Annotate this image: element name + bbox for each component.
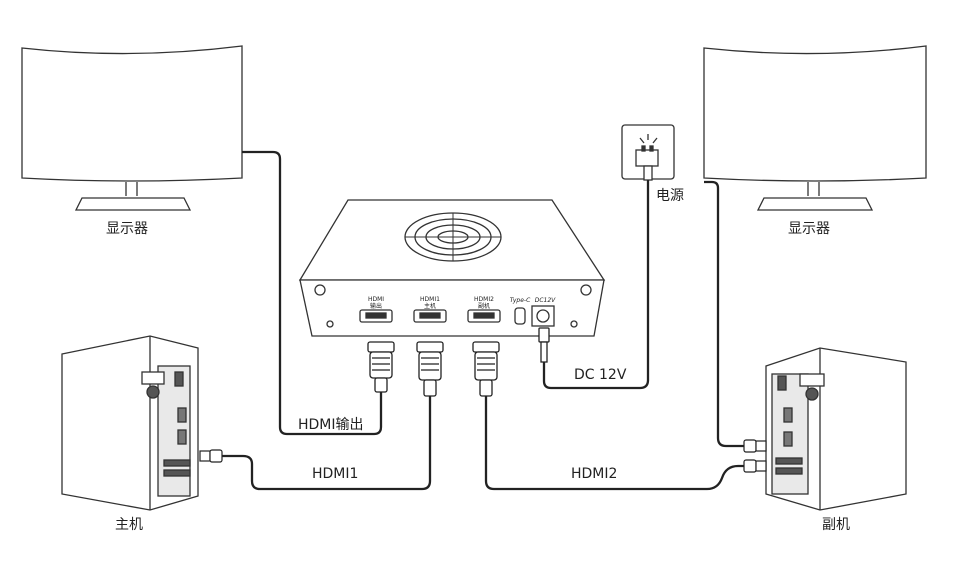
- port-label-typec: Type-C: [510, 297, 531, 304]
- plug-hdmi2: [472, 341, 500, 397]
- port-label-in1-bottom: 主机: [424, 302, 436, 310]
- port-label-in1-top: HDMI1: [420, 296, 440, 303]
- label-monitor-left: 显示器: [106, 221, 148, 237]
- cable-hdmi1: [222, 396, 432, 491]
- plug-main-pc: [199, 449, 223, 463]
- pc-main: [61, 335, 199, 511]
- port-label-out-top: HDMI: [368, 296, 384, 303]
- label-dc: DC 12V: [574, 367, 627, 383]
- plug-dc: [538, 327, 550, 363]
- power-outlet: [621, 124, 675, 181]
- port-label-dc: DC12V: [535, 297, 556, 304]
- port-label-out-bottom: 输出: [370, 302, 382, 310]
- label-hdmi-out: HDMI输出: [298, 417, 364, 433]
- hdmi-plugs: [367, 327, 550, 397]
- label-power: 电源: [656, 188, 684, 204]
- cable-hdmi-out: [242, 150, 383, 436]
- pc-sub: [765, 347, 907, 511]
- cable-power: [542, 180, 650, 390]
- monitor-left: [21, 45, 243, 211]
- label-main-pc: 主机: [115, 517, 143, 533]
- label-monitor-right: 显示器: [788, 221, 830, 237]
- plug-hdmi-out: [367, 341, 395, 393]
- label-hdmi2: HDMI2: [571, 466, 618, 482]
- label-hdmi1: HDMI1: [312, 466, 359, 482]
- cable-monitor-right: [704, 180, 744, 448]
- plug-hdmi1: [416, 341, 444, 397]
- cable-hdmi2: [484, 396, 744, 491]
- label-sub-pc: 副机: [822, 517, 850, 533]
- port-label-in2-bottom: 副机: [478, 302, 490, 310]
- monitor-right: [703, 45, 927, 211]
- port-label-in2-top: HDMI2: [474, 296, 494, 303]
- plugs-sub-pc: [743, 439, 767, 473]
- switch-box: [298, 199, 606, 337]
